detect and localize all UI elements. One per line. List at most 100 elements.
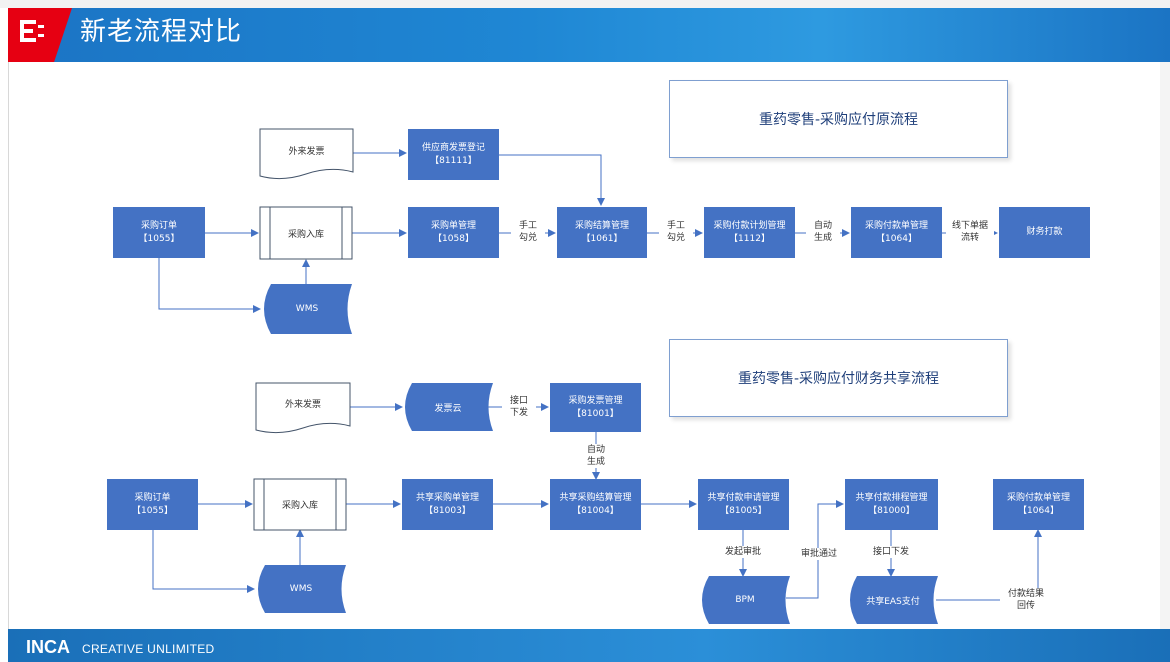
box-code: 【81004】: [572, 505, 619, 516]
old-po-manage-box: 采购单管理 【1058】: [408, 207, 499, 258]
footer-brand: INCA: [26, 637, 70, 657]
storage-shape-eas: [850, 576, 938, 624]
slide-right-margin: [1160, 62, 1170, 629]
label-line: 勾兑: [666, 233, 685, 243]
new-label-approved: 审批通过: [792, 548, 846, 560]
new-shared-pay-apply-box: 共享付款申请管理 【81005】: [698, 479, 789, 530]
header-banner: [8, 8, 1170, 62]
old-settle-box: 采购结算管理 【1061】: [557, 207, 647, 258]
label-line: 流转: [960, 233, 979, 243]
new-purchase-order-box: 采购订单 【1055】: [107, 479, 198, 530]
new-flow-title: 重药零售-采购应付财务共享流程: [669, 339, 1008, 417]
doc-shape-new-external-invoice: [255, 382, 351, 434]
label-line: 接口: [509, 396, 528, 406]
doc-shape-old-external-invoice: [259, 128, 354, 180]
label-line: 回传: [1016, 601, 1035, 611]
conn2-order-to-wms: [152, 530, 255, 593]
box-code: 【1064】: [1018, 505, 1059, 516]
storage-shape-invoice-cloud: [405, 383, 493, 431]
old-flow-title: 重药零售-采购应付原流程: [669, 80, 1008, 158]
old-wms-text: WMS: [295, 304, 319, 314]
inca-logo-icon: [20, 20, 44, 42]
label-line: 手工: [666, 221, 685, 231]
footer-tagline: CREATIVE UNLIMITED: [82, 642, 215, 656]
label-line: 付款结果: [1007, 589, 1044, 599]
box-code: 【81111】: [430, 155, 477, 166]
footer-banner: [8, 629, 1170, 662]
new-shared-settle-box: 共享采购结算管理 【81004】: [550, 479, 641, 530]
old-label-manual-1: 手工 勾兑: [511, 220, 545, 244]
label-line: 手工: [518, 221, 537, 231]
box-name: 共享付款排程管理: [855, 492, 928, 503]
label-line: 自动: [586, 445, 605, 455]
old-warehouse-text: 采购入库: [287, 229, 324, 240]
new-bpm-text: BPM: [735, 595, 755, 605]
new-label-interface-2: 接口下发: [864, 546, 918, 558]
box-code: 【81000】: [868, 505, 915, 516]
old-pay-order-box: 采购付款单管理 【1064】: [851, 207, 942, 258]
box-name: 共享付款申请管理: [707, 492, 780, 503]
old-label-manual-2: 手工 勾兑: [659, 220, 693, 244]
box-name: 共享采购单管理: [415, 492, 479, 503]
box-code: 【81005】: [720, 505, 767, 516]
box-code: 【81003】: [424, 505, 471, 516]
new-label-approve-start: 发起审批: [716, 546, 770, 558]
label-line: 生成: [813, 233, 832, 243]
box-code: 【81001】: [572, 408, 619, 419]
new-shared-po-box: 共享采购单管理 【81003】: [402, 479, 493, 530]
new-label-result: 付款结果 回传: [1000, 588, 1052, 612]
label-line: 线下单据: [951, 221, 988, 231]
old-pay-plan-box: 采购付款计划管理 【1112】: [704, 207, 795, 258]
top-strip: [0, 0, 1170, 8]
box-name: 采购付款单管理: [864, 220, 928, 231]
conn-supplier-to-settle: [499, 154, 605, 206]
box-code: 【1064】: [876, 233, 917, 244]
box-code: 【1112】: [729, 233, 770, 244]
box-code: 【1058】: [433, 233, 474, 244]
box-code: 【1055】: [138, 233, 180, 244]
box-name: 采购付款计划管理: [713, 220, 786, 231]
box-code: 【1061】: [581, 233, 623, 244]
storage-shape-old-wms: [264, 284, 352, 334]
old-finance-pay-box: 财务打款: [999, 207, 1090, 258]
process-shape-old-warehouse: [259, 206, 353, 260]
new-wms-text: WMS: [289, 584, 313, 594]
old-external-invoice-text: 外来发票: [288, 146, 325, 157]
box-name: 采购单管理: [430, 220, 476, 231]
new-warehouse-text: 采购入库: [281, 501, 318, 511]
new-external-invoice-text: 外来发票: [284, 399, 321, 410]
new-pay-order-box: 采购付款单管理 【1064】: [993, 479, 1084, 530]
label-line: 生成: [586, 457, 605, 467]
label-line: 下发: [509, 408, 528, 418]
new-invoice-cloud-text: 发票云: [434, 403, 462, 414]
new-flow-title-text: 重药零售-采购应付财务共享流程: [737, 371, 940, 387]
old-label-offline: 线下单据 流转: [946, 220, 994, 244]
storage-shape-bpm: [702, 576, 790, 624]
page-title: 新老流程对比: [80, 17, 243, 47]
box-code: 【1055】: [132, 505, 173, 516]
label-line: 自动: [813, 221, 832, 231]
new-invoice-manage-box: 采购发票管理 【81001】: [550, 383, 641, 432]
old-flow-title-text: 重药零售-采购应付原流程: [758, 112, 919, 128]
new-shared-pay-schedule-box: 共享付款排程管理 【81000】: [845, 479, 938, 530]
process-shape-new-warehouse: [253, 478, 347, 531]
old-purchase-order-box: 采购订单 【1055】: [113, 207, 205, 258]
new-eas-text: 共享EAS支付: [866, 596, 920, 607]
conn-order-to-wms: [158, 258, 261, 313]
box-name: 采购结算管理: [574, 220, 629, 231]
storage-shape-new-wms: [258, 565, 346, 613]
label-line: 勾兑: [518, 233, 537, 243]
old-label-auto: 自动 生成: [806, 220, 840, 244]
box-name: 采购订单: [134, 492, 171, 503]
box-name: 供应商发票登记: [421, 142, 485, 153]
slide-left-border: [8, 62, 9, 629]
box-name: 共享采购结算管理: [559, 492, 632, 503]
new-label-auto: 自动 生成: [579, 444, 613, 468]
box-name: 财务打款: [1026, 227, 1063, 237]
box-name: 采购付款单管理: [1006, 492, 1070, 503]
old-supplier-invoice-box: 供应商发票登记 【81111】: [408, 129, 499, 180]
new-label-interface: 接口 下发: [502, 395, 536, 419]
box-name: 采购发票管理: [568, 395, 623, 406]
box-name: 采购订单: [140, 220, 177, 231]
